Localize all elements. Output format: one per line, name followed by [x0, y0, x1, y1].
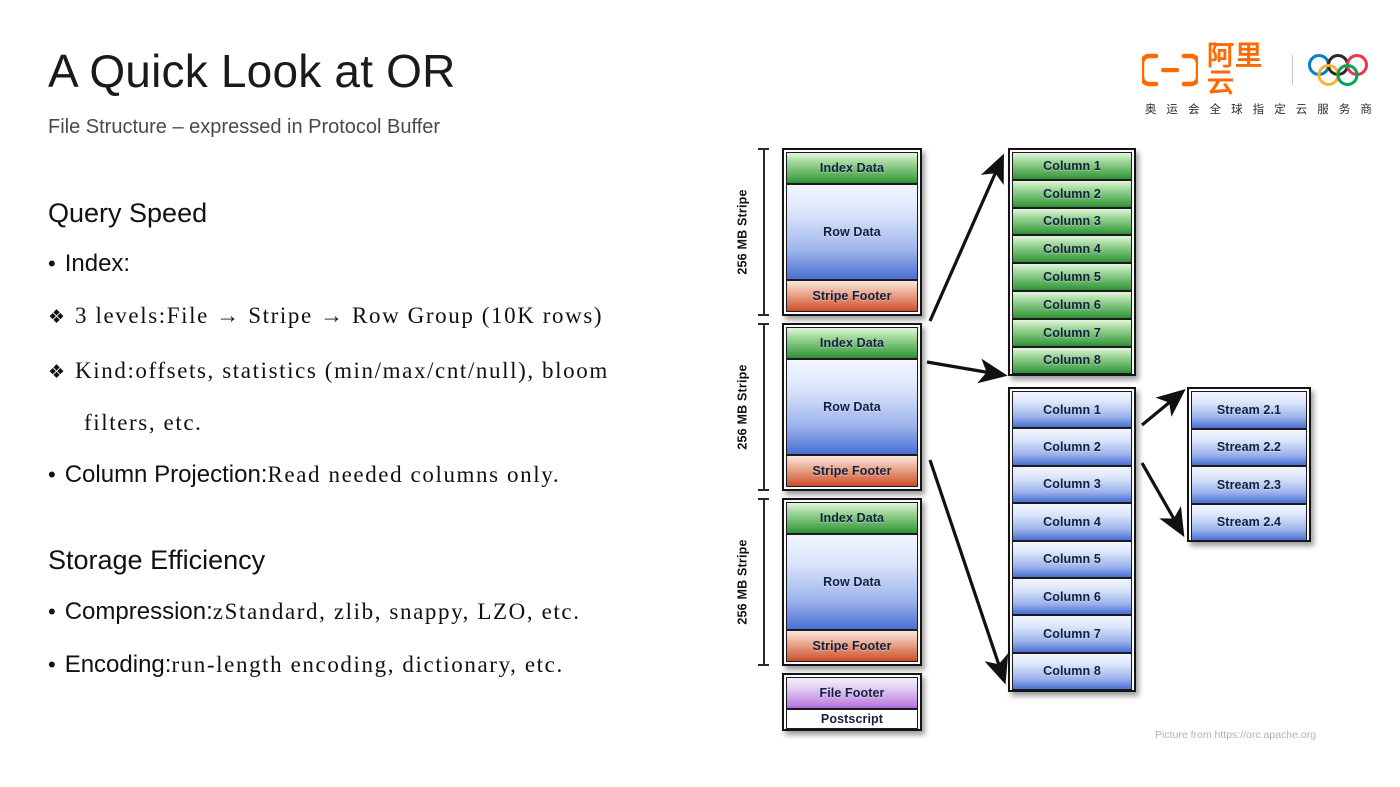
arrow-stripe1-to-index-columns — [928, 153, 1004, 322]
stripe-size-label: 256 MB Stripe — [735, 189, 750, 275]
index-column-cell[interactable]: Column 2 — [1012, 179, 1132, 208]
subbullet-text: 3 levels:File → Stripe → Row Group (10K … — [75, 303, 604, 328]
row-column-group[interactable]: Column 1 Column 2 Column 3 Column 4 Colu… — [1008, 387, 1136, 692]
row-column-cell[interactable]: Column 8 — [1012, 652, 1132, 691]
bullet-detail: run-length encoding, dictionary, etc. — [171, 652, 564, 677]
page-subtitle: File Structure – expressed in Protocol B… — [48, 116, 441, 138]
stripe-footer-cell[interactable]: Stripe Footer — [786, 280, 918, 312]
logo-brand-text: 阿里云 — [1207, 41, 1263, 99]
stripe-brace-3: 256 MB Stripe — [736, 498, 769, 666]
index-column-cell[interactable]: Column 6 — [1012, 290, 1132, 319]
index-column-cell[interactable]: Column 5 — [1012, 263, 1132, 291]
bullet-label: Index: — [64, 250, 131, 277]
stream-cell[interactable]: Stream 2.1 — [1191, 391, 1307, 429]
diamond-marker-icon: ❖ — [48, 306, 66, 328]
row-column-cell[interactable]: Column 4 — [1012, 503, 1132, 541]
bullet-label: Compression: — [64, 598, 213, 625]
row-column-cell[interactable]: Column 6 — [1012, 577, 1132, 616]
stripe-box-3[interactable]: Index Data Row Data Stripe Footer — [782, 498, 922, 666]
diamond-marker-icon: ❖ — [48, 361, 66, 383]
bullet-detail: zStandard, zlib, snappy, LZO, etc. — [212, 599, 581, 624]
index-column-cell[interactable]: Column 3 — [1012, 207, 1132, 236]
stream-group[interactable]: Stream 2.1 Stream 2.2 Stream 2.3 Stream … — [1187, 387, 1311, 542]
index-data-cell[interactable]: Index Data — [786, 502, 918, 534]
stripe-box-2[interactable]: Index Data Row Data Stripe Footer — [782, 323, 922, 491]
stripe-footer-cell[interactable]: Stripe Footer — [786, 630, 918, 662]
row-column-cell[interactable]: Column 1 — [1012, 391, 1132, 429]
arrow-group — [926, 153, 1186, 685]
index-column-cell[interactable]: Column 1 — [1012, 152, 1132, 180]
stripe-box-1[interactable]: Index Data Row Data Stripe Footer — [782, 148, 922, 316]
logo-row: 阿里云 — [1142, 43, 1378, 97]
olympic-rings-icon — [1306, 53, 1378, 87]
bullet-marker: • — [48, 251, 56, 276]
file-footer-cell[interactable]: File Footer — [786, 677, 918, 709]
index-column-group[interactable]: Column 1 Column 2 Column 3 Column 4 Colu… — [1008, 148, 1136, 376]
bullet-marker: • — [48, 462, 56, 487]
stripe-brace-1: 256 MB Stripe — [736, 148, 769, 316]
bullet-index: • Index: — [48, 250, 130, 278]
arrow-stripe2-to-index-columns — [926, 358, 1008, 384]
bullet-encoding: • Encoding: run-length encoding, diction… — [48, 651, 564, 679]
postscript-cell[interactable]: Postscript — [786, 709, 918, 729]
bullet-compression: • Compression: zStandard, zlib, snappy, … — [48, 598, 581, 626]
stream-cell[interactable]: Stream 2.2 — [1191, 428, 1307, 466]
row-column-cell[interactable]: Column 7 — [1012, 615, 1132, 653]
index-data-cell[interactable]: Index Data — [786, 152, 918, 184]
bullet-marker: • — [48, 599, 56, 624]
section-heading-storage-efficiency: Storage Efficiency — [48, 545, 266, 575]
index-column-cell[interactable]: Column 7 — [1012, 318, 1132, 347]
stripe-brace-2: 256 MB Stripe — [736, 323, 769, 491]
arrow-column3-to-streams — [1140, 462, 1185, 538]
logo-divider — [1292, 55, 1293, 85]
subbullet-text: Kind:offsets, statistics (min/max/cnt/nu… — [75, 358, 609, 383]
row-column-cell[interactable]: Column 3 — [1012, 465, 1132, 504]
diagram-arrows — [926, 153, 1186, 685]
row-data-cell[interactable]: Row Data — [786, 184, 918, 280]
bullet-marker: • — [48, 652, 56, 677]
subbullet-3-levels: ❖ 3 levels:File → Stripe → Row Group (10… — [48, 303, 603, 329]
file-footer-box[interactable]: File Footer Postscript — [782, 673, 922, 731]
bullet-label: Encoding: — [64, 651, 172, 678]
stream-cell[interactable]: Stream 2.3 — [1191, 466, 1307, 504]
stream-cell[interactable]: Stream 2.4 — [1191, 503, 1307, 541]
arrow-stripe2-to-row-columns — [928, 459, 1009, 685]
index-column-cell[interactable]: Column 8 — [1012, 346, 1132, 375]
bullet-column-projection: • Column Projection: Read needed columns… — [48, 461, 560, 489]
bullet-label: Column Projection: — [64, 461, 268, 488]
stripe-size-label: 256 MB Stripe — [735, 539, 750, 625]
bullet-detail: Read needed columns only. — [267, 462, 561, 487]
index-column-cell[interactable]: Column 4 — [1012, 235, 1132, 264]
row-column-cell[interactable]: Column 2 — [1012, 428, 1132, 466]
row-column-cell[interactable]: Column 5 — [1012, 540, 1132, 578]
section-heading-query-speed: Query Speed — [48, 198, 208, 228]
subbullet-kind: ❖ Kind:offsets, statistics (min/max/cnt/… — [48, 358, 609, 384]
subbullet-continuation: filters, etc. — [84, 410, 203, 435]
stripe-size-label: 256 MB Stripe — [735, 364, 750, 450]
alibaba-cloud-logo: 阿里云 奥 运 会 全 球 指 定 云 服 务 商 — [1142, 43, 1378, 120]
image-credit: Picture from https://orc.apache.org — [1155, 729, 1317, 741]
row-data-cell[interactable]: Row Data — [786, 359, 918, 455]
stripe-footer-cell[interactable]: Stripe Footer — [786, 455, 918, 487]
alibaba-cloud-mark-icon — [1142, 53, 1198, 87]
arrow-column2-to-streams — [1140, 388, 1186, 427]
orc-file-structure-diagram: 256 MB Stripe 256 MB Stripe 256 MB Strip… — [736, 140, 1350, 740]
logo-tagline: 奥 运 会 全 球 指 定 云 服 务 商 — [1144, 102, 1376, 116]
index-data-cell[interactable]: Index Data — [786, 327, 918, 359]
row-data-cell[interactable]: Row Data — [786, 534, 918, 630]
page-title: A Quick Look at OR — [48, 45, 456, 97]
